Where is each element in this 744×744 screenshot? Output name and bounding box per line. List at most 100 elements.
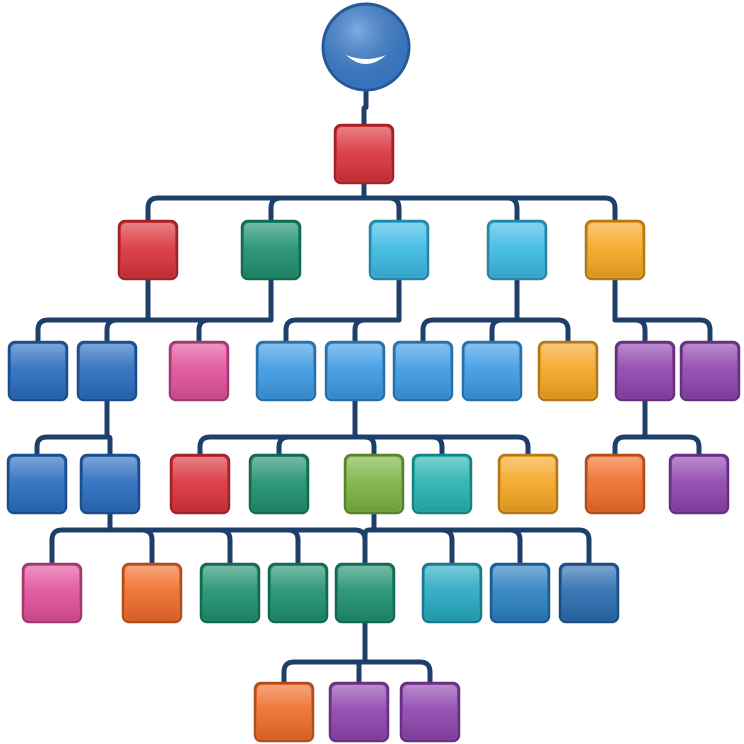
- connector-line: [196, 276, 274, 345]
- connector-line: [362, 510, 377, 567]
- connector-line: [352, 276, 402, 345]
- connector-line: [49, 510, 113, 567]
- tree-node-box[interactable]: [253, 681, 315, 743]
- connector-lines: [34, 87, 713, 686]
- tree-node-box[interactable]: [558, 562, 620, 624]
- node-gloss: [588, 223, 642, 277]
- connector-line: [361, 180, 402, 224]
- tree-node-box[interactable]: [584, 453, 646, 515]
- tree-node-box[interactable]: [679, 340, 741, 402]
- tree-node-box[interactable]: [537, 340, 599, 402]
- tree-node-box[interactable]: [199, 562, 261, 624]
- node-gloss: [328, 344, 382, 398]
- tree-node-box[interactable]: [489, 562, 551, 624]
- connector-line: [362, 619, 433, 686]
- connector-line: [371, 510, 523, 567]
- connector-line: [371, 510, 455, 567]
- node-gloss: [25, 566, 79, 620]
- node-gloss: [403, 685, 457, 739]
- connector-line: [352, 397, 377, 458]
- tree-node-box[interactable]: [668, 453, 730, 515]
- connector-line: [612, 276, 648, 345]
- tree-node-box[interactable]: [7, 340, 69, 402]
- tree-node-box[interactable]: [168, 340, 230, 402]
- node-gloss: [493, 566, 547, 620]
- tree-node-box[interactable]: [421, 562, 483, 624]
- connector-line: [612, 276, 713, 345]
- connector-line: [489, 276, 520, 345]
- tree-node-box[interactable]: [333, 123, 395, 185]
- smile-face-icon: [346, 55, 386, 64]
- root-node[interactable]: [321, 2, 411, 92]
- connector-line: [361, 180, 520, 224]
- connector-line: [268, 180, 367, 224]
- tree-node-box[interactable]: [368, 219, 430, 281]
- connector-line: [283, 276, 402, 345]
- tree-nodes: [6, 2, 741, 743]
- tree-node-box[interactable]: [392, 340, 454, 402]
- tree-node-box[interactable]: [328, 681, 390, 743]
- connector-line: [612, 397, 648, 458]
- node-gloss: [125, 566, 179, 620]
- node-gloss: [332, 685, 386, 739]
- node-gloss: [465, 344, 519, 398]
- node-gloss: [271, 566, 325, 620]
- connector-line: [420, 276, 520, 345]
- connector-line: [352, 397, 531, 458]
- node-gloss: [683, 344, 737, 398]
- node-gloss: [501, 457, 555, 511]
- node-gloss: [337, 127, 391, 181]
- node-gloss: [372, 223, 426, 277]
- connector-line: [107, 510, 368, 567]
- node-gloss: [252, 457, 306, 511]
- connector-line: [361, 87, 369, 128]
- tree-node-box[interactable]: [240, 219, 302, 281]
- connector-line: [107, 510, 155, 567]
- tree-node-box[interactable]: [255, 340, 317, 402]
- tree-node-box[interactable]: [614, 340, 676, 402]
- tree-node-box[interactable]: [117, 219, 179, 281]
- connector-line: [361, 180, 618, 224]
- node-gloss: [618, 344, 672, 398]
- tree-node-box[interactable]: [411, 453, 473, 515]
- tree-node-box[interactable]: [497, 453, 559, 515]
- node-gloss: [396, 344, 450, 398]
- tree-node-box[interactable]: [324, 340, 386, 402]
- tree-node-box[interactable]: [21, 562, 83, 624]
- node-gloss: [541, 344, 595, 398]
- tree-node-box[interactable]: [79, 453, 141, 515]
- node-gloss: [425, 566, 479, 620]
- node-gloss: [257, 685, 311, 739]
- node-gloss: [244, 223, 298, 277]
- tree-node-box[interactable]: [334, 562, 396, 624]
- node-gloss: [80, 344, 134, 398]
- node-gloss: [173, 457, 227, 511]
- node-gloss: [11, 344, 65, 398]
- node-gloss: [203, 566, 257, 620]
- node-gloss: [347, 457, 401, 511]
- tree-node-box[interactable]: [267, 562, 329, 624]
- tree-node-box[interactable]: [169, 453, 231, 515]
- root-gloss: [325, 6, 407, 88]
- tree-node-box[interactable]: [248, 453, 310, 515]
- tree-node-box[interactable]: [461, 340, 523, 402]
- tree-node-box[interactable]: [121, 562, 183, 624]
- tree-node-box[interactable]: [399, 681, 461, 743]
- tree-node-box[interactable]: [486, 219, 548, 281]
- node-gloss: [490, 223, 544, 277]
- connector-line: [35, 276, 151, 345]
- tree-node-box[interactable]: [6, 453, 68, 515]
- node-gloss: [121, 223, 175, 277]
- connector-line: [145, 180, 367, 224]
- node-gloss: [588, 457, 642, 511]
- tree-node-box[interactable]: [76, 340, 138, 402]
- connector-line: [104, 397, 113, 458]
- node-gloss: [338, 566, 392, 620]
- tree-node-box[interactable]: [343, 453, 405, 515]
- connector-line: [352, 397, 445, 458]
- tree-node-box[interactable]: [584, 219, 646, 281]
- connector-line: [281, 619, 368, 686]
- connector-line: [514, 276, 571, 345]
- node-gloss: [415, 457, 469, 511]
- connector-line: [642, 397, 702, 458]
